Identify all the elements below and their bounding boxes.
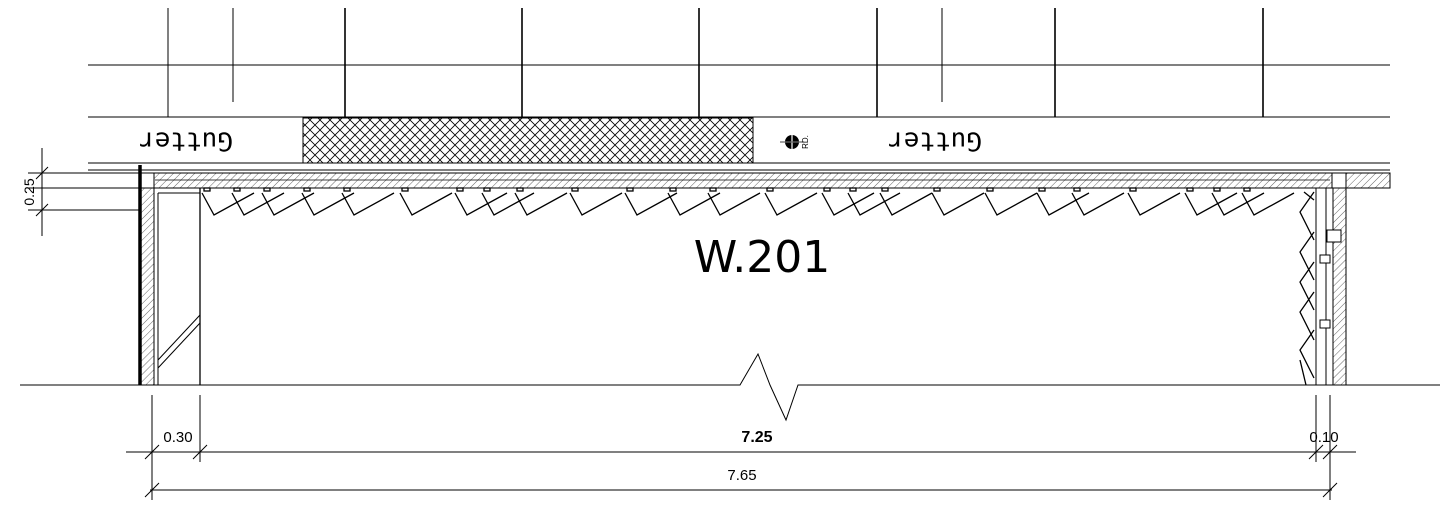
louver-blade [1299,231,1315,281]
louver-bracket [233,187,241,192]
dim-span: 7.25 [741,429,772,446]
louver-blade [1036,192,1090,216]
louver-bracket [1073,187,1081,192]
louver-blade [1299,291,1315,341]
louver-blade [261,192,315,216]
louver-blade [707,192,761,216]
louver-blade [764,192,818,216]
louver-blade [931,192,985,216]
dim-overall: 7.65 [727,467,756,484]
room-tag: W.201 [694,232,830,283]
louver-bracket [571,187,579,192]
louver-blade [821,192,875,216]
louver-blade [201,192,255,216]
louver-blade [231,192,285,216]
louver-bracket [1038,187,1046,192]
right-wall [1315,187,1347,386]
louver-blade [1127,192,1181,216]
louver-blade [984,192,1038,216]
louver-bracket [986,187,994,192]
louver-bracket [303,187,311,192]
bottom-dimensions [126,395,1356,500]
louver-bracket [456,187,464,192]
dim-left-wall: 0.30 [163,429,192,446]
louver-bracket [401,187,409,192]
louver-bracket [1129,187,1137,192]
left-wall [138,165,201,386]
gutter-label-left: Gutter [139,126,233,156]
louver-bracket [203,187,211,192]
louver-blade [1299,261,1315,311]
louver-bracket [709,187,717,192]
dim-right-wall: 0.10 [1309,429,1338,446]
gutter-band [88,117,1390,171]
louver-bracket [343,187,351,192]
head-beam [139,172,1391,189]
louver-bracket [766,187,774,192]
louver-bracket [823,187,831,192]
louver-bracket [626,187,634,192]
louver-blade [301,192,355,216]
height-dimension [28,148,140,236]
louver-blade [514,192,568,216]
louver-bracket [516,187,524,192]
louver-blade [847,192,901,216]
louver-bracket [669,187,677,192]
louver-blade [879,192,933,216]
louver-blade [454,192,508,216]
louver-blade [399,192,453,216]
louver-bracket [881,187,889,192]
louver-bracket [483,187,491,192]
louver-blade [1184,192,1238,216]
roof-grid [88,8,1390,118]
louver-blade [569,192,623,216]
crosshatch-area [302,117,754,164]
louver-blade [481,192,535,216]
louver-bracket [263,187,271,192]
floor-line [20,352,1440,422]
louver-blade [1241,192,1295,216]
louver-blade [667,192,721,216]
louver-blades-right [1299,191,1315,386]
louver-blades [201,187,1295,216]
louver-bracket [1213,187,1221,192]
louver-blade [624,192,678,216]
louver-blade [1299,191,1315,241]
louver-bracket [1243,187,1251,192]
louver-bracket [933,187,941,192]
louver-blade [1071,192,1125,216]
roof-drain-symbol: RD. [780,132,810,152]
height-dimension-label: 0.25 [21,178,37,205]
louver-blade [341,192,395,216]
louver-blade [1299,191,1315,386]
louver-bracket [1186,187,1194,192]
gutter-label-right: Gutter [888,126,982,156]
louver-blade [1299,329,1315,379]
roof-drain-label: RD. [801,135,810,149]
louver-blade [1211,192,1265,216]
louver-bracket [849,187,857,192]
